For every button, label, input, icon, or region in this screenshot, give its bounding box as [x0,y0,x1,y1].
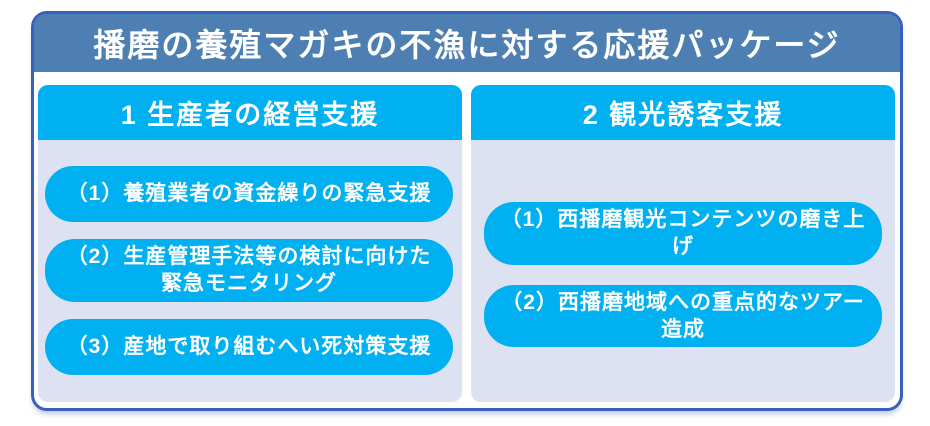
column-producer-support: 1 生産者の経営支援 （1）養殖業者の資金繰りの緊急支援 （2）生産管理手法等の… [38,85,462,402]
support-item-monitoring: （2）生産管理手法等の検討に向けた 緊急モニタリング [45,239,453,302]
support-item-financing: （1）養殖業者の資金繰りの緊急支援 [45,166,453,222]
column-body: （1）養殖業者の資金繰りの緊急支援 （2）生産管理手法等の検討に向けた 緊急モニ… [38,140,462,402]
column-header-tourism-support: 2 観光誘客支援 [471,85,895,140]
column-header-producer-support: 1 生産者の経営支援 [38,85,462,140]
column-body: （1）西播磨観光コンテンツの磨き上げ （2）西播磨地域への重点的なツアー造成 [471,140,895,402]
support-item-mortality-countermeasures: （3）産地で取り組むへい死対策支援 [45,318,453,375]
page-title: 播磨の養殖マガキの不漁に対する応援パッケージ [34,14,900,72]
support-item-tourism-content: （1）西播磨観光コンテンツの磨き上げ [484,202,882,265]
column-tourism-support: 2 観光誘客支援 （1）西播磨観光コンテンツの磨き上げ （2）西播磨地域への重点… [471,85,895,402]
support-item-tour-creation: （2）西播磨地域への重点的なツアー造成 [484,284,882,348]
support-package-panel: 播磨の養殖マガキの不漁に対する応援パッケージ 1 生産者の経営支援 （1）養殖業… [31,11,903,411]
columns-container: 1 生産者の経営支援 （1）養殖業者の資金繰りの緊急支援 （2）生産管理手法等の… [34,72,900,408]
